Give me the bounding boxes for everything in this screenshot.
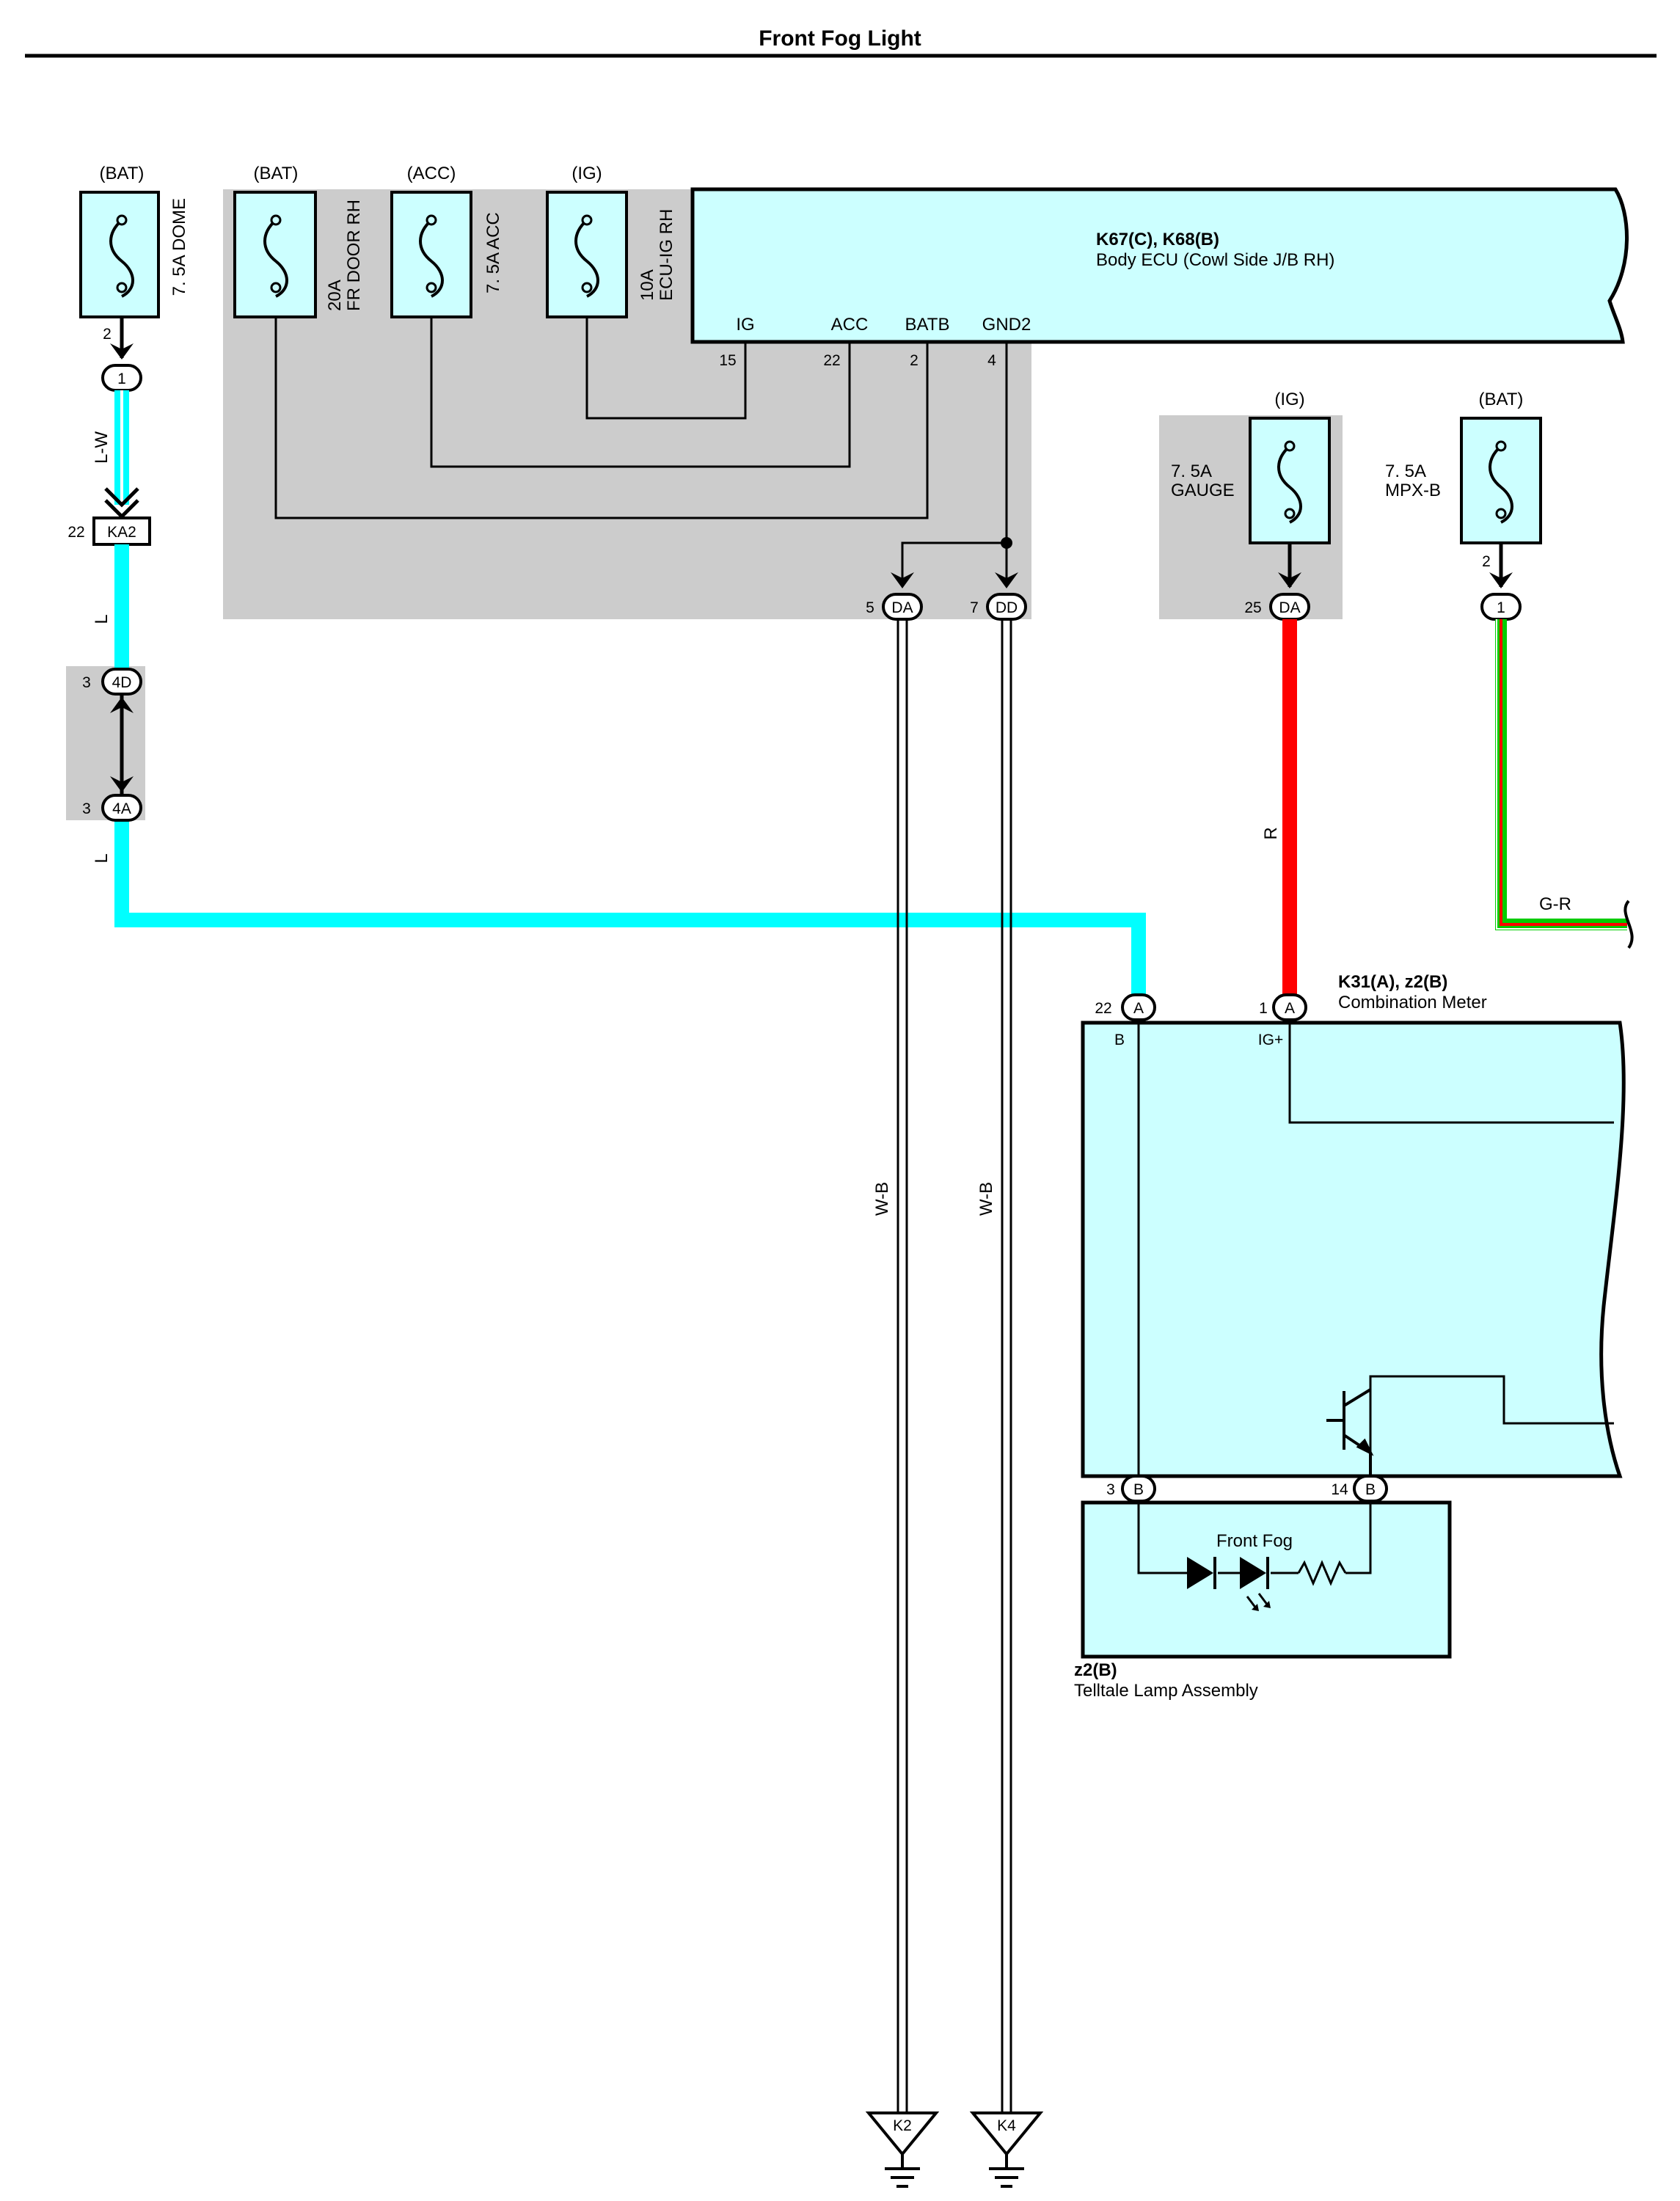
wire-l-lower-label: L — [92, 853, 112, 863]
wire-l-w-label: L-W — [92, 431, 112, 464]
meter-code: K31(A), z2(B) — [1338, 972, 1447, 992]
meter-terminal-ig-plus: IG+ — [1258, 1032, 1283, 1048]
wire-w-b-right — [1001, 619, 1012, 2117]
wire-l-upper-label: L — [92, 614, 112, 624]
connector-4a-pin: 3 — [82, 800, 91, 817]
ecu-pin-acc: 22 — [823, 352, 840, 369]
fr-door-fuse — [233, 191, 317, 318]
gauge-fuse — [1249, 417, 1331, 544]
wire-g-r — [1495, 619, 1634, 949]
ecu-pin-ig: 15 — [719, 352, 736, 369]
wire-g-r-label: G-R — [1539, 894, 1571, 914]
connector-4a-arrow — [110, 776, 134, 792]
dome-fuse-source: (BAT) — [100, 164, 145, 183]
meter-connector-b14-pin: 14 — [1331, 1481, 1348, 1498]
wire-w-b-left-label: W-B — [872, 1182, 892, 1216]
connector-4d-arrow — [110, 697, 134, 713]
dome-plug-pin: 1 — [117, 371, 126, 387]
dd-connector — [986, 593, 1027, 621]
ground-k4 — [969, 2111, 1044, 2188]
diode-icon — [1187, 1557, 1216, 1589]
gauge-fuse-name: GAUGE — [1171, 481, 1235, 500]
body-ecu-code: K67(C), K68(B) — [1096, 230, 1219, 249]
meter-internal-wiring — [1137, 1020, 1614, 1492]
meter-connector-b14-id: B — [1365, 1481, 1376, 1498]
telltale-lamp-circuit — [1137, 1501, 1372, 1586]
gauge-fuse-source: (IG) — [1274, 390, 1304, 409]
telltale-code: z2(B) — [1074, 1660, 1117, 1680]
ground-k4-label: K4 — [997, 2117, 1016, 2134]
dd-id: DD — [996, 599, 1018, 616]
da-gauge-id: DA — [1279, 599, 1300, 616]
dd-arrow — [995, 572, 1018, 588]
mpx-fuse-rating: 7. 5A — [1385, 461, 1426, 481]
dome-fuse-rating: 7. 5A DOME — [169, 198, 189, 296]
gnd2-splice — [1001, 537, 1012, 549]
wire-w-b-right-label: W-B — [976, 1182, 996, 1216]
junction-block-wiring — [274, 317, 1008, 580]
ecu-pin-batb: 2 — [910, 352, 918, 369]
telltale-lamp-label: Front Fog — [1216, 1531, 1293, 1551]
fr-door-fuse-rating: 20A — [325, 280, 345, 311]
ecu-terminal-batb: BATB — [905, 315, 950, 335]
mpx-fuse-name: MPX-B — [1385, 481, 1441, 500]
gauge-fuse-rating: 7. 5A — [1171, 461, 1212, 481]
meter-connector-a1-pin: 1 — [1259, 1000, 1268, 1017]
ecu-ig-fuse — [546, 191, 628, 318]
wire-w-b-left — [896, 619, 908, 2117]
mpx-fuse-pin: 2 — [1482, 553, 1491, 570]
ka2-connector-id: KA2 — [107, 524, 136, 541]
mpx-plug-pin: 1 — [1497, 599, 1505, 616]
combination-meter-box — [1081, 1021, 1626, 1478]
led-icon — [1240, 1557, 1271, 1611]
wire-r-label: R — [1261, 827, 1281, 839]
ecu-ig-fuse-source: (IG) — [571, 164, 602, 183]
da-left-connector — [882, 593, 923, 621]
ground-k2-label: K2 — [893, 2117, 912, 2134]
meter-connector-b3-id: B — [1133, 1481, 1144, 1498]
wire-l — [114, 544, 1146, 1005]
mpx-arrow — [1489, 572, 1513, 588]
da-gauge-pin: 25 — [1244, 599, 1261, 616]
fr-door-fuse-name: FR DOOR RH — [344, 200, 364, 311]
ground-k2 — [865, 2111, 940, 2188]
meter-transistor — [1326, 1388, 1374, 1492]
meter-terminal-b: B — [1114, 1032, 1125, 1048]
meter-connector-b3-pin: 3 — [1106, 1481, 1115, 1498]
connector-4d-id: 4D — [112, 674, 132, 691]
connector-4a — [101, 794, 142, 822]
da-gauge-arrow — [1278, 572, 1301, 588]
ecu-pin-gnd2: 4 — [987, 352, 996, 369]
da-left-id: DA — [891, 599, 913, 616]
meter-connector-a1-id: A — [1285, 1000, 1295, 1017]
page-title: Front Fog Light — [759, 26, 921, 51]
acc-fuse-source: (ACC) — [407, 164, 456, 183]
body-ecu-name: Body ECU (Cowl Side J/B RH) — [1096, 250, 1334, 270]
acc-fuse-rating: 7. 5A ACC — [483, 212, 503, 293]
connector-4a-id: 4A — [112, 800, 131, 817]
meter-name: Combination Meter — [1338, 993, 1487, 1012]
ecu-ig-fuse-rating: 10A — [638, 269, 657, 301]
fr-door-fuse-source: (BAT) — [254, 164, 299, 183]
acc-fuse — [390, 191, 472, 318]
telltale-name: Telltale Lamp Assembly — [1074, 1681, 1258, 1701]
dd-pin: 7 — [970, 599, 979, 616]
body-ecu-box — [690, 187, 1629, 344]
mpx-fuse — [1460, 417, 1542, 544]
ka2-connector-pin: 22 — [67, 524, 84, 541]
ecu-ig-fuse-name: ECU-IG RH — [657, 209, 676, 301]
dome-fuse — [79, 191, 160, 318]
connector-4d-pin: 3 — [82, 674, 91, 691]
ecu-terminal-ig: IG — [736, 315, 754, 335]
ecu-terminal-acc: ACC — [831, 315, 869, 335]
da-left-pin: 5 — [866, 599, 874, 616]
da-left-arrow — [891, 572, 914, 588]
dome-fuse-pin: 2 — [103, 326, 112, 343]
ecu-terminal-gnd2: GND2 — [982, 315, 1031, 335]
meter-connector-a22-id: A — [1133, 1000, 1144, 1017]
dome-arrow — [110, 343, 134, 359]
mpx-fuse-source: (BAT) — [1479, 390, 1524, 409]
meter-connector-a22-pin: 22 — [1095, 1000, 1111, 1017]
